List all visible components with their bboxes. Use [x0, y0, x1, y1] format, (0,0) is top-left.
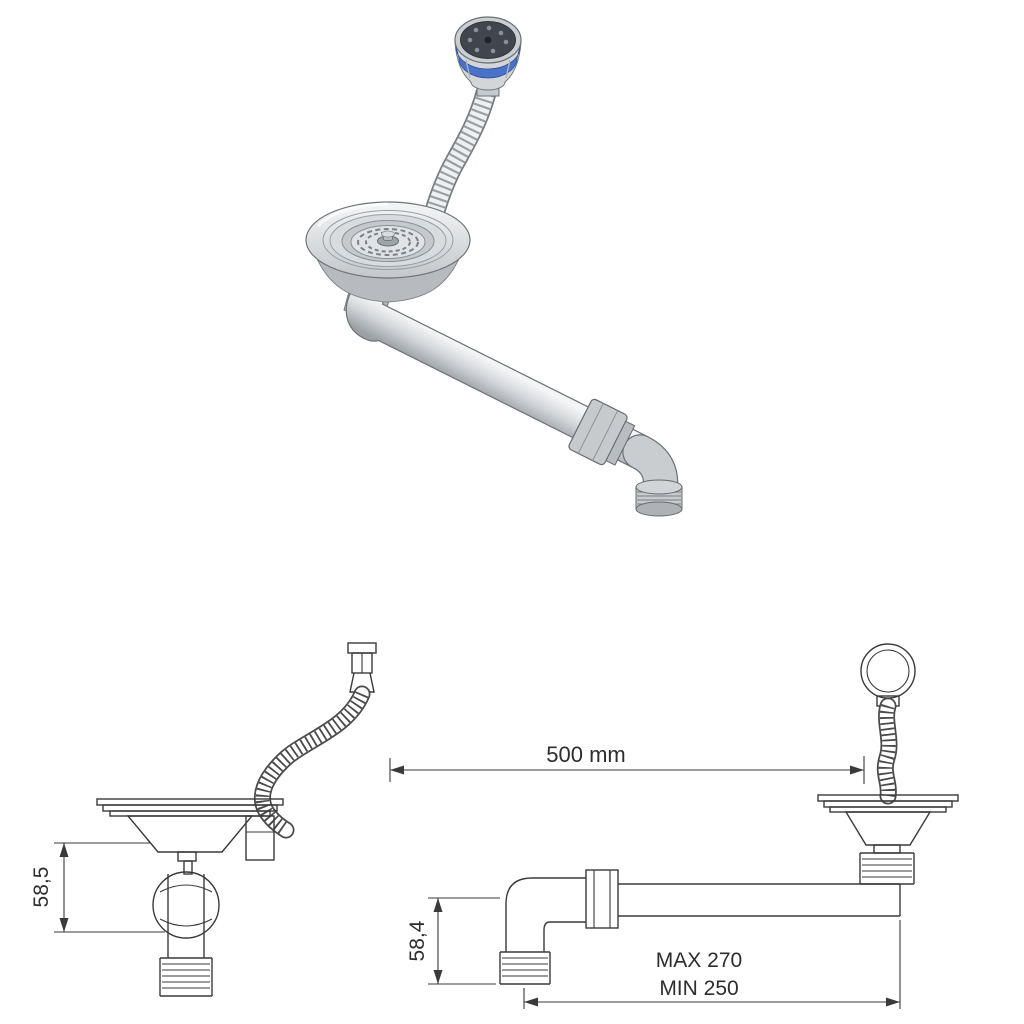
dim-min-label: MIN 250: [659, 977, 738, 1000]
overflow-hose-2d-right: [876, 697, 898, 805]
overflow-cap-3d: [454, 16, 522, 97]
horizontal-pipe-2d: [618, 883, 901, 917]
left-side-view-2d: 58,5: [30, 642, 377, 997]
dimension-500mm: 500 mm: [389, 742, 865, 784]
pipe-assembly-2d: 58,4 MAX 270 MIN 250: [406, 869, 901, 1009]
dim-500mm-label: 500 mm: [546, 742, 625, 767]
overflow-hose-2d-left: [253, 685, 371, 839]
dim-58-4-label: 58,4: [406, 920, 429, 961]
dim-58-5-label: 58,5: [30, 867, 53, 908]
strainer-2d-left: [96, 798, 284, 875]
overflow-head-2d-left: [347, 642, 377, 693]
coupling-nut-3d: [568, 398, 636, 466]
strainer-basket-3d: [305, 201, 471, 303]
dimension-58-5: 58,5: [30, 842, 165, 933]
dim-max-label: MAX 270: [656, 949, 742, 972]
drain-kit-3d-view: [305, 16, 683, 517]
overflow-hose-3d: [423, 82, 497, 225]
overflow-head-2d-right: [860, 643, 916, 707]
dimension-58-4: 58,4: [406, 897, 500, 985]
outlet-2d-right: [859, 852, 915, 885]
dimension-max-min: MAX 270 MIN 250: [523, 920, 901, 1009]
strainer-2d-right: [817, 794, 959, 854]
right-side-view-2d: [817, 643, 959, 885]
threaded-outlet-3d: [635, 479, 683, 517]
union-nut-2d: [585, 869, 619, 929]
overflow-cap-blue-ring: [455, 46, 521, 79]
outlet-2d-left: [152, 871, 220, 997]
